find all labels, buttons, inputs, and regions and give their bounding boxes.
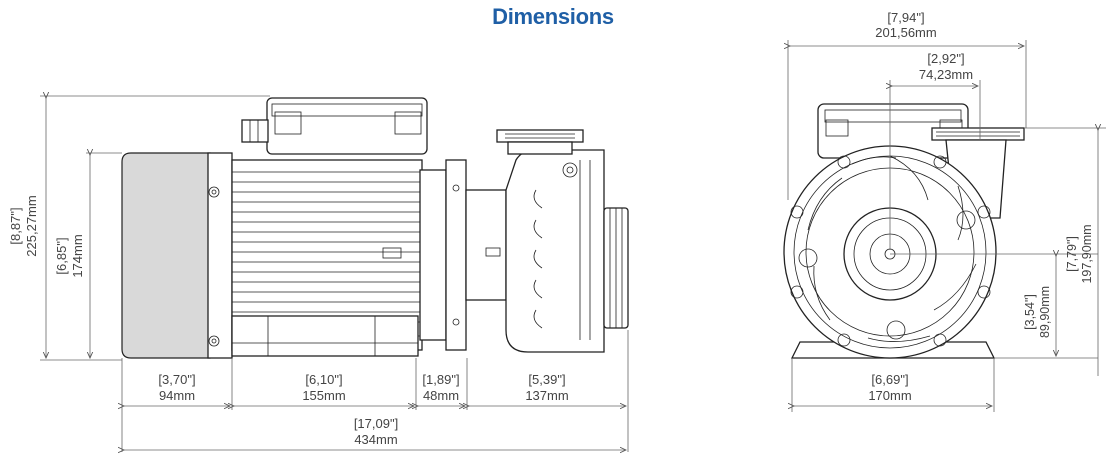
seg4-mm: 137mm [525, 388, 568, 403]
terminal-box [266, 97, 428, 155]
seg3-inch: [1,89"] [422, 372, 459, 387]
seg2-inch: [6,10"] [305, 372, 342, 387]
seg1-mm: 94mm [159, 388, 195, 403]
front-view-pump [783, 103, 1025, 359]
base-width-mm: 170mm [868, 388, 911, 403]
outlet-height-mm: 197,90mm [1080, 224, 1094, 283]
motor-height-inch: [6,85"] [54, 237, 69, 274]
total-height-mm: 225,27mm [24, 195, 39, 256]
shaft-height-inch: [3,54"] [1023, 294, 1037, 330]
side-view-dimensions [40, 96, 629, 452]
base-width-inch: [6,69"] [871, 372, 908, 387]
seg3-mm: 48mm [423, 388, 459, 403]
overall-width-mm: 201,56mm [875, 25, 936, 40]
side-view-pump [121, 97, 629, 359]
seg2-mm: 155mm [302, 388, 345, 403]
motor-flange [207, 152, 233, 359]
wet-end-housing [505, 149, 605, 353]
motor-height-mm: 174mm [70, 234, 85, 277]
suction-port [496, 129, 584, 143]
seg4-inch: [5,39"] [528, 372, 565, 387]
page-title: Dimensions [492, 4, 614, 29]
total-length-inch: [17,09"] [354, 416, 398, 431]
offset-inch: [2,92"] [927, 51, 964, 66]
total-height-inch: [8,87"] [8, 207, 23, 244]
front-view-dimensions [788, 40, 1106, 412]
motor-end-cap [121, 152, 211, 359]
shaft-height-mm: 89,90mm [1038, 286, 1052, 338]
cable-gland [241, 119, 269, 143]
offset-mm: 74,23mm [919, 67, 973, 82]
total-length-mm: 434mm [354, 432, 397, 447]
seg1-inch: [3,70"] [158, 372, 195, 387]
overall-width-inch: [7,94"] [887, 10, 924, 25]
outlet-height-inch: [7,79"] [1065, 236, 1079, 272]
